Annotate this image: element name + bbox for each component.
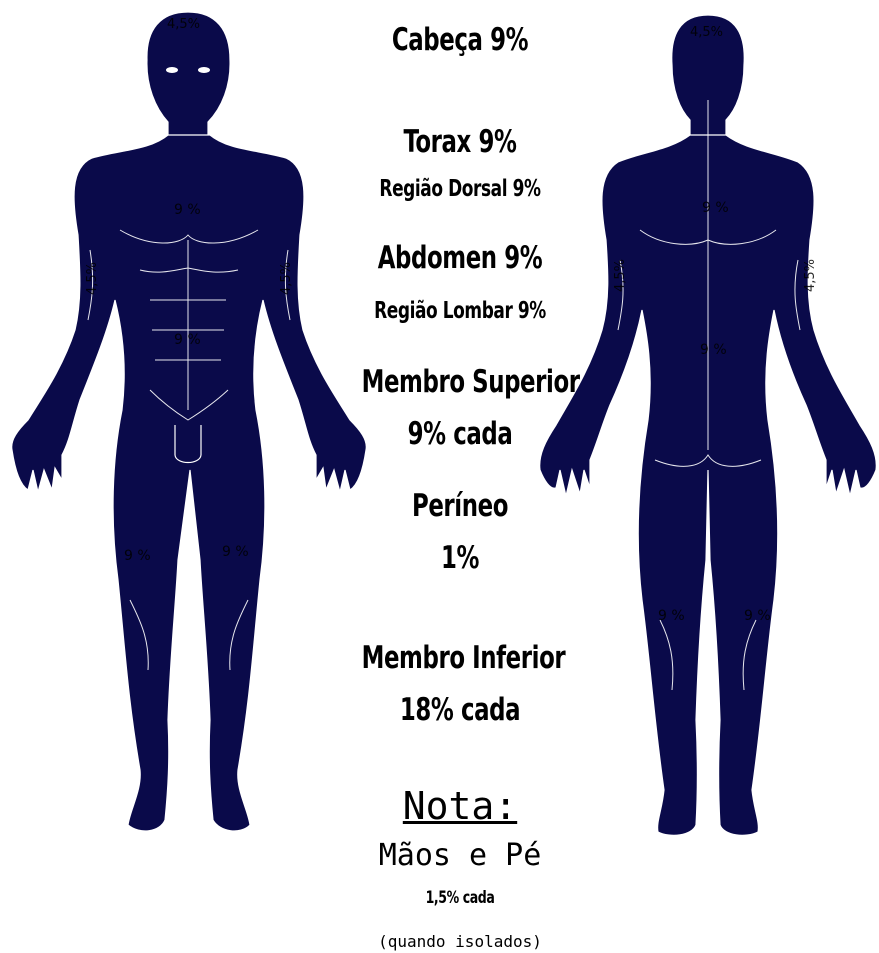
back-head-pct: 4,5%	[690, 25, 723, 40]
front-abdomen-pct: 9 %	[174, 332, 201, 348]
back-body-svg: 4,5% 9 % 9 % 4,5% 4,5% 9 % 9 %	[530, 0, 879, 953]
front-body-figure: 4,5% 9 % 9 % 4,5% 4,5% 9 % 9 %	[0, 0, 370, 953]
legend-nota: Nota:	[340, 784, 580, 828]
front-right-arm-pct: 4,5%	[279, 262, 294, 295]
legend-perineo-value: 1%	[362, 540, 559, 576]
legend-cabeca: Cabeça 9%	[362, 22, 559, 58]
back-body-figure: 4,5% 9 % 9 % 4,5% 4,5% 9 % 9 %	[530, 0, 879, 953]
back-right-leg-pct: 9 %	[744, 608, 771, 624]
legend-quando-isolados: (quando isolados)	[340, 932, 580, 951]
legend-membro-inferior-value: 18% cada	[362, 692, 559, 728]
back-left-arm-pct: 4,5%	[613, 259, 628, 292]
back-lower-back-pct: 9 %	[700, 342, 727, 358]
back-upper-back-pct: 9 %	[702, 200, 729, 216]
legend-maos-value: 1,5% cada	[362, 888, 559, 908]
front-head-pct: 4,5%	[167, 17, 200, 32]
burn-legend: Cabeça 9% Torax 9% Região Dorsal 9% Abdo…	[340, 0, 580, 953]
legend-membro-superior: Membro Superior	[362, 364, 559, 400]
legend-regiao-dorsal: Região Dorsal 9%	[362, 176, 559, 202]
front-right-leg-pct: 9 %	[222, 544, 249, 560]
legend-maos-e-pe: Mãos e Pé	[340, 838, 580, 873]
front-chest-pct: 9 %	[174, 202, 201, 218]
legend-torax: Torax 9%	[362, 124, 559, 160]
legend-abdomen: Abdomen 9%	[362, 240, 559, 276]
front-left-leg-pct: 9 %	[124, 548, 151, 564]
legend-perineo: Períneo	[362, 488, 559, 524]
legend-regiao-lombar: Região Lombar 9%	[362, 298, 559, 324]
front-body-svg: 4,5% 9 % 9 % 4,5% 4,5% 9 % 9 %	[0, 0, 370, 953]
legend-membro-inferior: Membro Inferior	[362, 640, 559, 676]
front-torso	[12, 135, 367, 831]
back-left-leg-pct: 9 %	[658, 608, 685, 624]
back-right-arm-pct: 4,5%	[803, 259, 818, 292]
legend-membro-superior-value: 9% cada	[362, 416, 559, 452]
front-left-arm-pct: 4,5%	[85, 262, 100, 295]
